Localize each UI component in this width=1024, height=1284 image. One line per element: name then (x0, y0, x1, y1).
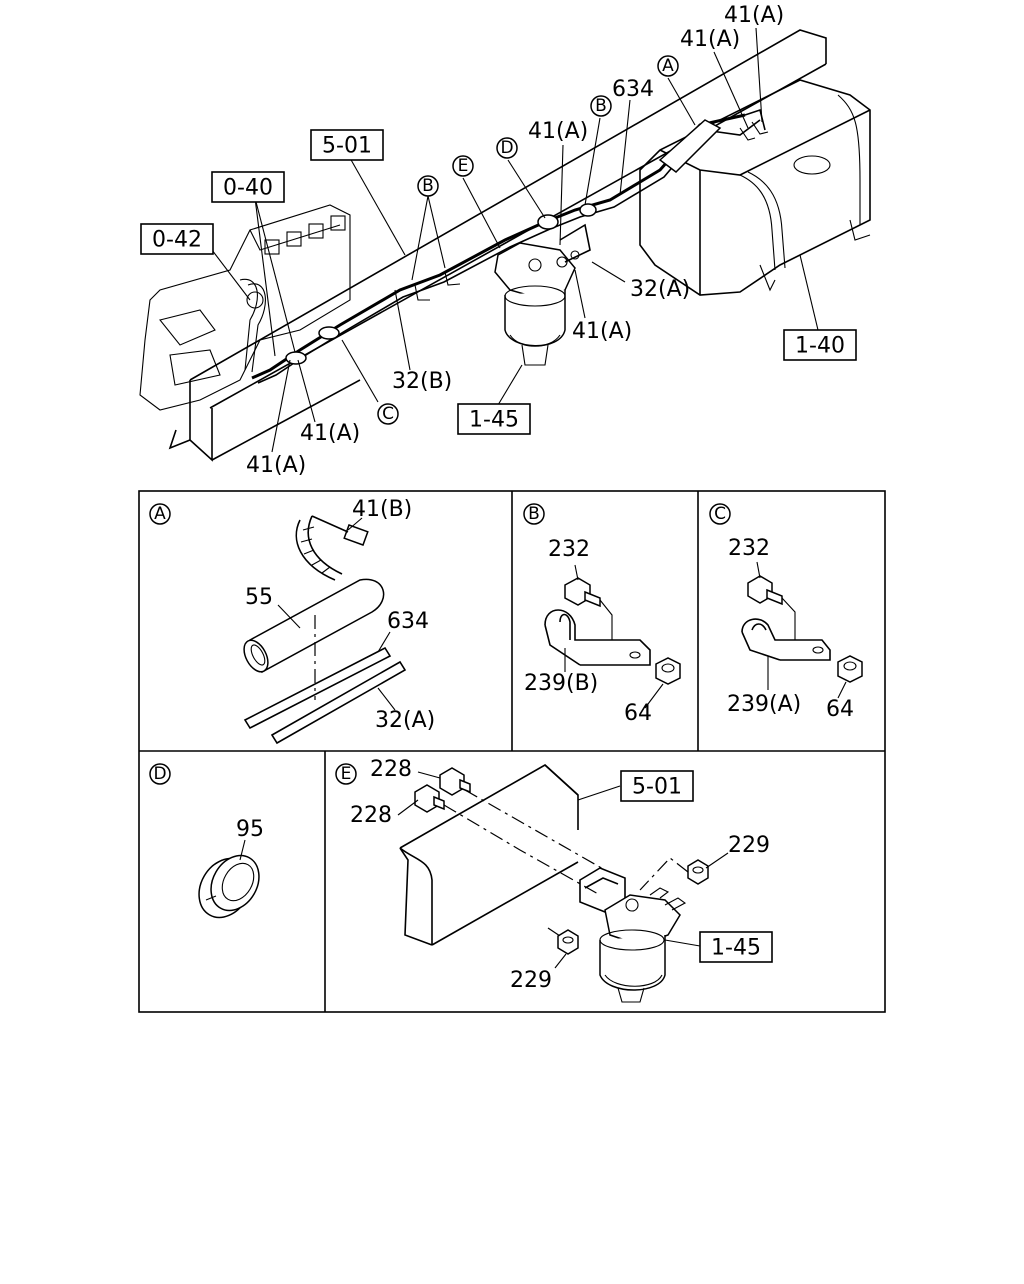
fuel-filter-assembly (494, 242, 580, 366)
detail-panel-d: D 95 (149, 763, 264, 919)
callout-b-right[interactable]: B (590, 95, 612, 117)
svg-text:A: A (154, 504, 166, 524)
callout-b-left-letter: B (422, 176, 434, 196)
clamp-band (295, 515, 369, 581)
part-label-32a: 32(A) (630, 277, 690, 302)
ref-box-1-40[interactable]: 1-40 (783, 329, 857, 361)
ref-box-0-40[interactable]: 0-40 (211, 171, 285, 203)
ref-label-1-45: 1-45 (469, 408, 519, 433)
ref-label-0-40: 0-40 (223, 176, 273, 201)
detail-panel-a: A 41(B) 55 634 32(A) (149, 497, 435, 745)
detail-panel-c: C 232 239(A) 64 (709, 503, 863, 722)
svg-text:C: C (714, 504, 726, 524)
callout-c[interactable]: C (377, 403, 399, 425)
part-label-41a-top2: 41(A) (680, 27, 740, 52)
part-label-41a-right: 41(A) (572, 319, 632, 344)
part-label-32a-detail: 32(A) (375, 708, 435, 733)
panel-b-tag: B (523, 503, 545, 525)
protective-sleeve-55 (243, 578, 385, 674)
panel-d-tag: D (149, 763, 171, 785)
ref-label-1-40: 1-40 (795, 334, 845, 359)
part-label-41a-top1: 41(A) (724, 3, 784, 28)
ref-label-5-01-detail: 5-01 (632, 775, 682, 800)
part-label-239b: 239(B) (524, 671, 598, 696)
fuel-pipes (243, 646, 407, 745)
fuel-filter-detail (599, 887, 687, 1003)
part-label-41a-left2: 41(A) (246, 453, 306, 478)
overview-illustration (139, 29, 871, 462)
nut-229-left (557, 929, 579, 955)
engine-block (139, 204, 351, 411)
bolt-228-lower (414, 784, 445, 813)
callout-c-letter: C (382, 404, 394, 424)
part-label-229-right: 229 (728, 833, 770, 858)
ref-box-0-42[interactable]: 0-42 (140, 223, 214, 255)
bolt-232-c (747, 575, 783, 606)
callout-b-left[interactable]: B (417, 175, 439, 197)
part-label-634-detail: 634 (387, 609, 429, 634)
part-label-239a: 239(A) (727, 692, 801, 717)
panel-a-tag: A (149, 503, 171, 525)
ref-box-1-45-detail[interactable]: 1-45 (699, 931, 773, 963)
bolt-232 (564, 577, 601, 608)
line-clamps (285, 121, 769, 365)
ref-box-5-01-detail[interactable]: 5-01 (620, 770, 694, 802)
detail-panel-grid (138, 490, 886, 1013)
part-label-228-upper: 228 (370, 757, 412, 782)
part-label-64-b: 64 (624, 701, 652, 726)
svg-text:B: B (528, 504, 540, 524)
part-label-55: 55 (245, 585, 273, 610)
callout-d-letter: D (500, 138, 513, 158)
nut-64 (655, 657, 681, 685)
part-label-64-c: 64 (826, 697, 854, 722)
callout-b-right-letter: B (595, 96, 607, 116)
callout-d[interactable]: D (496, 137, 518, 159)
part-label-95: 95 (236, 817, 264, 842)
overview-leaders (211, 27, 819, 453)
bracket-239a (741, 618, 831, 661)
ref-label-0-42: 0-42 (152, 228, 202, 253)
nut-64-c (837, 655, 863, 683)
ref-box-1-45[interactable]: 1-45 (457, 403, 531, 435)
callout-e-letter: E (458, 156, 469, 176)
part-label-232-c: 232 (728, 536, 770, 561)
ref-box-5-01[interactable]: 5-01 (310, 129, 384, 161)
svg-text:D: D (153, 764, 166, 784)
frame-rail-section (399, 764, 579, 946)
part-label-41a-left1: 41(A) (300, 421, 360, 446)
bracket-239b (544, 609, 651, 666)
ref-label-1-45-detail: 1-45 (711, 936, 761, 961)
part-label-229-left: 229 (510, 968, 552, 993)
callout-a-letter: A (662, 56, 674, 76)
part-label-634: 634 (612, 77, 654, 102)
panel-e-tag: E (335, 763, 357, 785)
part-label-232-b: 232 (548, 537, 590, 562)
nut-229-right (687, 859, 709, 885)
part-label-32b: 32(B) (392, 369, 452, 394)
svg-text:E: E (341, 764, 352, 784)
detail-panel-e: E (335, 757, 773, 1003)
callout-a[interactable]: A (657, 55, 679, 77)
callout-e[interactable]: E (452, 155, 474, 177)
bolt-228-upper (439, 767, 471, 796)
part-label-41b: 41(B) (352, 497, 412, 522)
part-label-41a-mid: 41(A) (528, 119, 588, 144)
grommet-95 (198, 854, 260, 919)
panel-c-tag: C (709, 503, 731, 525)
ref-label-5-01: 5-01 (322, 134, 372, 159)
protective-sleeve (658, 119, 722, 173)
part-label-228-lower: 228 (350, 803, 392, 828)
detail-panel-b: B 232 239(B) 64 (523, 503, 681, 726)
